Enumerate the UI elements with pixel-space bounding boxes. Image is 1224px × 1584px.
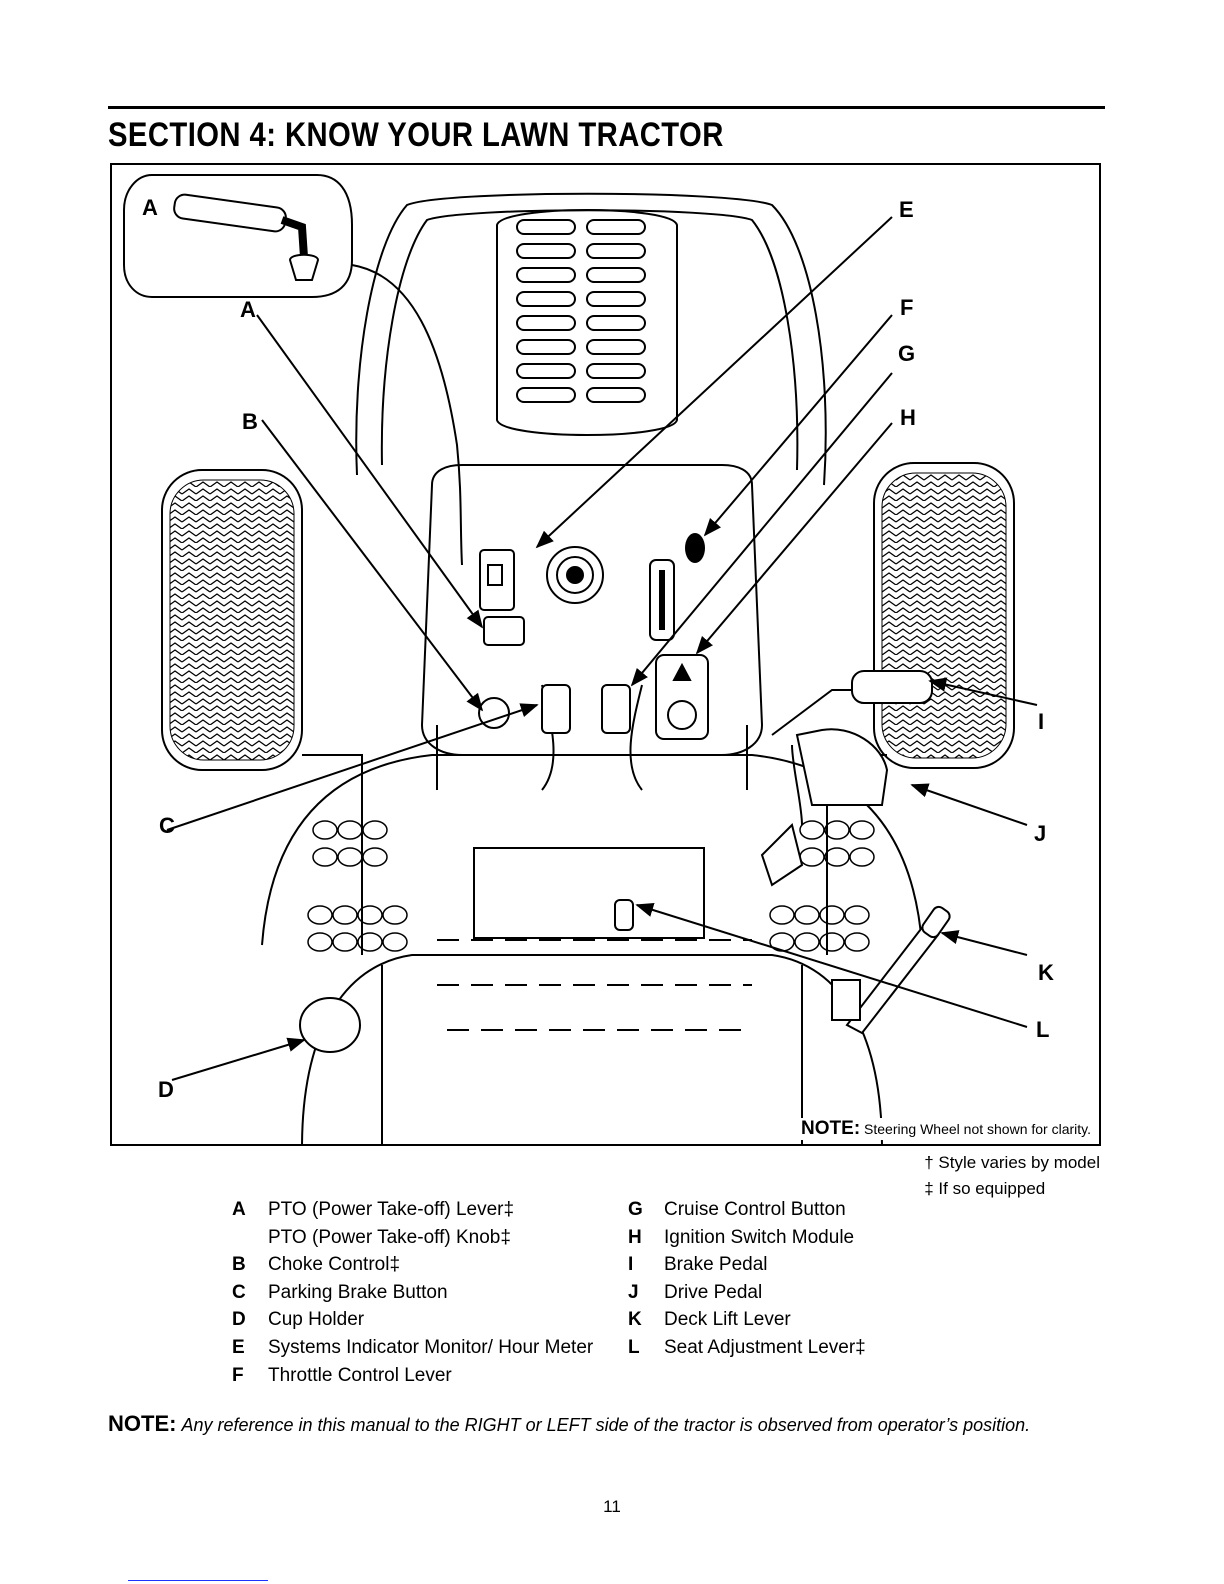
parking-brake-button xyxy=(541,684,571,734)
legend-item: PTO (Power Take-off) Knob‡ xyxy=(232,1224,593,1252)
drive-pedal xyxy=(760,728,889,887)
legend-label: Cruise Control Button xyxy=(664,1199,846,1220)
legend-item: H Ignition Switch Module xyxy=(628,1224,866,1252)
legend-label: Choke Control‡ xyxy=(268,1254,401,1276)
note-label: NOTE: xyxy=(108,1411,177,1436)
left-tire xyxy=(161,469,303,771)
legend-item: G Cruise Control Button xyxy=(628,1196,866,1224)
callout-d: D xyxy=(158,1077,174,1102)
figure-note-label: NOTE: xyxy=(801,1118,861,1139)
legend-label: Throttle Control Lever xyxy=(268,1364,452,1386)
legend-key: C xyxy=(232,1281,246,1303)
legend-label: Drive Pedal xyxy=(664,1281,763,1303)
legend-key: H xyxy=(628,1226,642,1248)
legend-label: Seat Adjustment Lever‡ xyxy=(664,1336,866,1358)
legend-item: A PTO (Power Take-off) Lever‡ xyxy=(232,1196,593,1224)
legend-item: K Deck Lift Lever xyxy=(628,1306,866,1334)
top-rule xyxy=(108,106,1105,109)
tractor-diagram: A A B C D E F G H I J K L NOTE: Steering… xyxy=(110,163,1101,1146)
tractor-illustration xyxy=(123,174,1038,1144)
footer-link-underline xyxy=(128,1580,268,1581)
legend-label: Ignition Switch Module xyxy=(664,1226,855,1248)
legend-item: L Seat Adjustment Lever‡ xyxy=(628,1334,866,1362)
hood xyxy=(355,192,827,486)
throttle-slot xyxy=(649,559,675,641)
callout-leaders xyxy=(166,216,1038,1081)
legend-key: J xyxy=(628,1281,639,1303)
figure-note-text: Steering Wheel not shown for clarity. xyxy=(864,1121,1091,1137)
callout-k: K xyxy=(1038,960,1054,985)
seat-and-body xyxy=(261,754,923,1144)
legend-label: Brake Pedal xyxy=(664,1254,768,1276)
legend-item: E Systems Indicator Monitor/ Hour Meter xyxy=(232,1334,593,1362)
footnotes: † Style varies by model ‡ If so equipped xyxy=(924,1150,1100,1202)
legend-key: D xyxy=(232,1309,246,1331)
ignition-switch-module xyxy=(655,654,709,740)
footnote-style-varies: † Style varies by model xyxy=(924,1153,1100,1172)
choke-control xyxy=(478,697,510,729)
legend-item: D Cup Holder xyxy=(232,1306,593,1334)
legend-item: F Throttle Control Lever xyxy=(232,1362,593,1390)
callout-c: C xyxy=(159,813,175,838)
note-text: Any reference in this manual to the RIGH… xyxy=(181,1415,1031,1435)
legend-key: I xyxy=(628,1254,634,1276)
figure-note: NOTE: Steering Wheel not shown for clari… xyxy=(799,1118,1093,1140)
right-tire xyxy=(873,462,1015,769)
callout-e: E xyxy=(899,197,914,222)
footnote-if-equipped: ‡ If so equipped xyxy=(924,1179,1046,1198)
legend-key: A xyxy=(232,1199,246,1220)
legend-label: Parking Brake Button xyxy=(268,1281,448,1303)
legend-key xyxy=(232,1224,268,1252)
throttle-knob xyxy=(685,533,705,563)
legend-key: E xyxy=(232,1336,245,1358)
callout-l: L xyxy=(1036,1017,1050,1042)
callout-i: I xyxy=(1038,709,1045,734)
legend-key: L xyxy=(628,1336,640,1358)
dash-panel xyxy=(420,464,764,791)
fuel-cap xyxy=(546,546,604,604)
cruise-control-button xyxy=(601,684,631,734)
callout-inset-a: A xyxy=(142,195,158,220)
legend-item: C Parking Brake Button xyxy=(232,1279,593,1307)
operator-position-note: NOTE: Any reference in this manual to th… xyxy=(108,1411,1030,1437)
callout-h: H xyxy=(900,405,916,430)
deck-lift-lever xyxy=(831,905,951,1035)
legend-right: G Cruise Control Button H Ignition Switch … xyxy=(628,1196,866,1362)
legend-label: PTO (Power Take-off) Lever‡ xyxy=(268,1199,515,1220)
legend-key: G xyxy=(628,1199,643,1220)
legend-key: K xyxy=(628,1309,642,1331)
legend-label: Systems Indicator Monitor/ Hour Meter xyxy=(268,1336,594,1358)
callout-f: F xyxy=(900,295,914,320)
section-title: SECTION 4: KNOW YOUR LAWN TRACTOR xyxy=(108,116,724,154)
legend-key: F xyxy=(232,1364,244,1386)
brake-pedal xyxy=(771,670,933,736)
page-number: 11 xyxy=(603,1497,621,1516)
callout-b: B xyxy=(242,409,258,434)
pto-knob xyxy=(483,616,525,646)
hood-vents xyxy=(516,219,646,403)
cup-holder xyxy=(299,997,361,1053)
seat-adjustment-lever xyxy=(614,899,634,931)
legend-label: Deck Lift Lever xyxy=(664,1309,791,1331)
legend-item: I Brake Pedal xyxy=(628,1251,866,1279)
legend-item: B Choke Control‡ xyxy=(232,1251,593,1279)
footrest-vents xyxy=(307,820,875,952)
legend-label: PTO (Power Take-off) Knob‡ xyxy=(268,1226,511,1248)
legend-label: Cup Holder xyxy=(268,1309,365,1331)
hour-meter-monitor xyxy=(479,549,515,611)
callout-a: A xyxy=(240,297,256,322)
legend-left: A PTO (Power Take-off) Lever‡ PTO (Power … xyxy=(232,1196,593,1389)
callout-g: G xyxy=(898,341,916,366)
legend-key: B xyxy=(232,1254,246,1276)
pto-lever-inset xyxy=(123,174,463,566)
legend-item: J Drive Pedal xyxy=(628,1279,866,1307)
callout-j: J xyxy=(1034,821,1047,846)
